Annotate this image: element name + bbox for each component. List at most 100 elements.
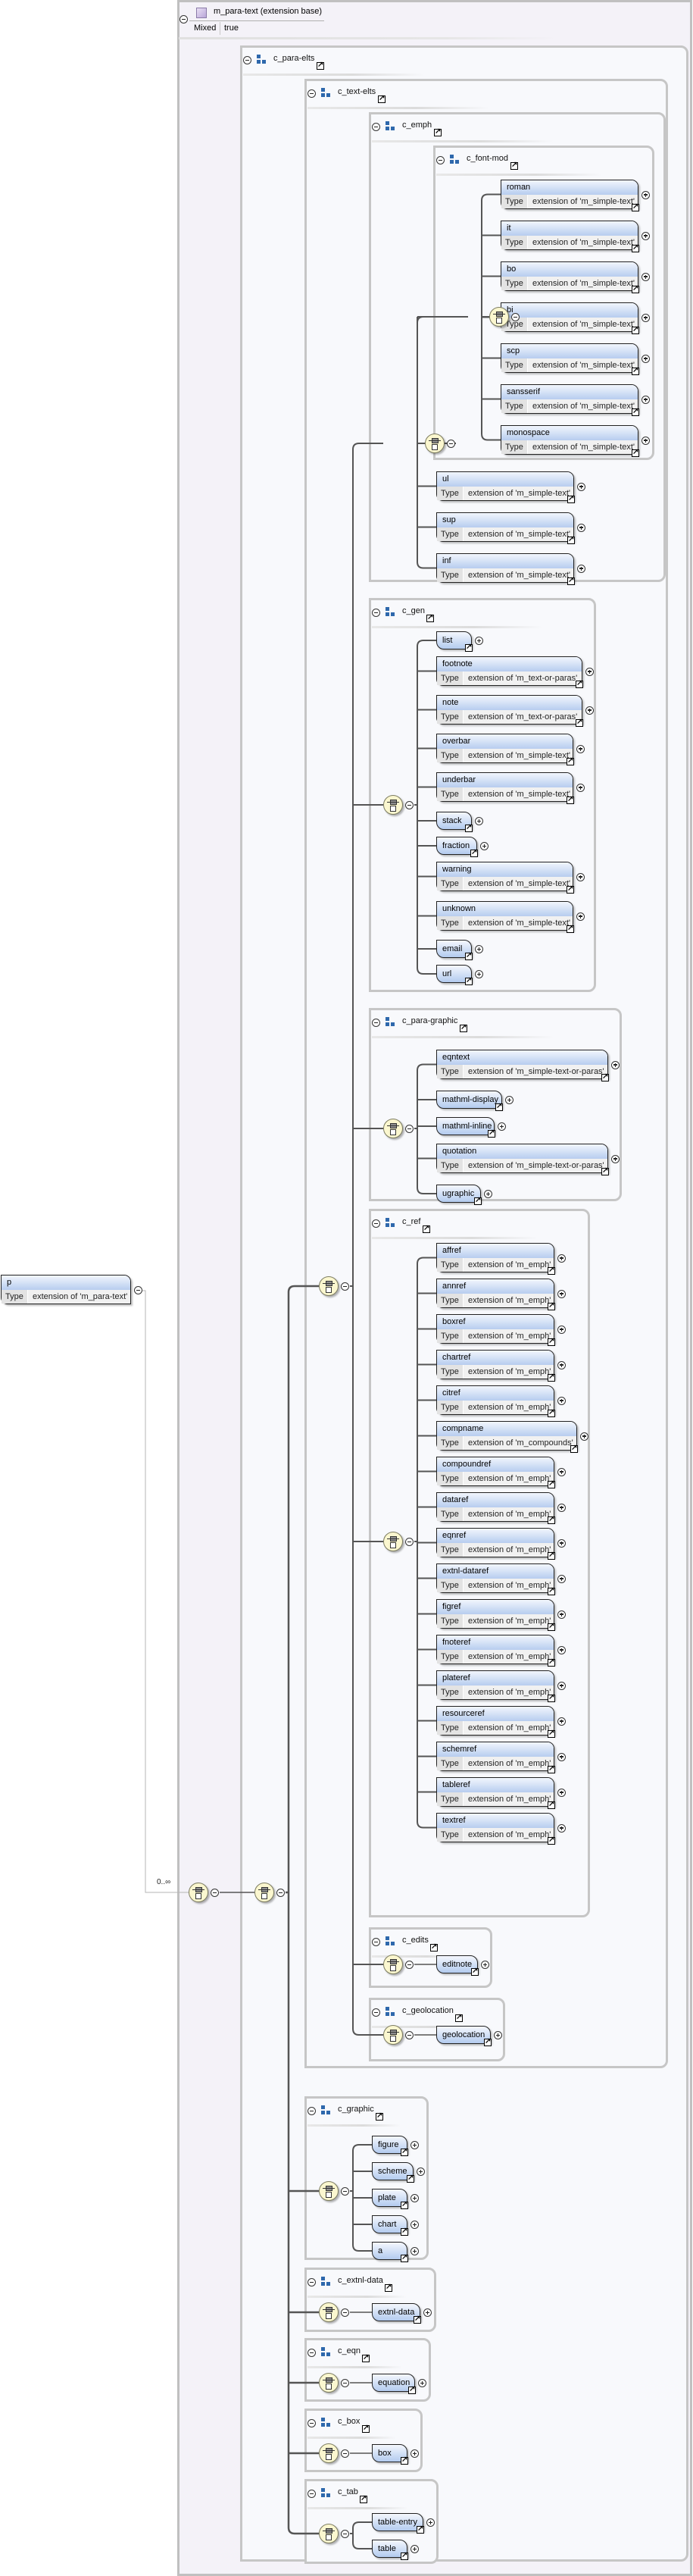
element-link-icon[interactable]	[465, 951, 473, 960]
element-table-entry[interactable]: table-entry	[372, 2513, 423, 2531]
group-link-icon[interactable]	[460, 1023, 467, 1032]
element-expand-toggle[interactable]	[557, 1574, 566, 1583]
sequence-compositor[interactable]	[319, 2181, 339, 2201]
element-link-icon[interactable]	[601, 1166, 609, 1175]
element-expand-toggle[interactable]	[418, 2379, 426, 2387]
element-link-icon[interactable]	[474, 1196, 482, 1205]
group-collapse-toggle[interactable]	[372, 1219, 380, 1228]
element-expand-toggle[interactable]	[557, 1610, 566, 1619]
element-link-icon[interactable]	[407, 2174, 414, 2183]
element-extnl-data[interactable]: extnl-data	[372, 2303, 420, 2321]
element-link-icon[interactable]	[548, 1729, 555, 1738]
group-collapse-toggle[interactable]	[307, 2490, 316, 2498]
element-link-icon[interactable]	[548, 1657, 555, 1667]
element-expand-toggle[interactable]	[611, 1154, 620, 1163]
element-link-icon[interactable]	[567, 535, 575, 544]
element-expand-toggle[interactable]	[557, 1538, 566, 1548]
element-link-icon[interactable]	[548, 1800, 555, 1809]
element-expand-toggle[interactable]	[475, 637, 483, 645]
element-expand-toggle[interactable]	[480, 842, 489, 850]
compositor-collapse-toggle[interactable]	[341, 1282, 349, 1291]
group-link-icon[interactable]	[510, 161, 518, 170]
element-box[interactable]: box	[372, 2444, 407, 2462]
element-expand-toggle[interactable]	[577, 564, 585, 573]
element-figure[interactable]: figure	[372, 2136, 407, 2154]
element-expand-toggle[interactable]	[410, 2449, 419, 2458]
element-link-icon[interactable]	[484, 2037, 492, 2046]
element-expand-toggle[interactable]	[557, 1503, 566, 1512]
element-link-icon[interactable]	[570, 1444, 578, 1453]
group-link-icon[interactable]	[423, 1224, 430, 1233]
element-expand-toggle[interactable]	[576, 783, 585, 792]
element-expand-toggle[interactable]	[494, 2031, 502, 2039]
element-link-icon[interactable]	[465, 823, 473, 832]
element-expand-toggle[interactable]	[484, 1190, 492, 1198]
element-expand-toggle[interactable]	[611, 1060, 620, 1069]
base-collapse-toggle[interactable]	[179, 15, 188, 23]
element-expand-toggle[interactable]	[585, 706, 594, 715]
element-link-icon[interactable]	[548, 1764, 555, 1773]
group-link-icon[interactable]	[360, 2494, 367, 2503]
element-expand-toggle[interactable]	[557, 1289, 566, 1298]
element-link-icon[interactable]	[548, 1266, 555, 1275]
element-link-icon[interactable]	[632, 325, 639, 334]
element-expand-toggle[interactable]	[641, 313, 650, 322]
element-mathml-inline[interactable]: mathml-inline	[436, 1117, 495, 1135]
compositor-collapse-toggle[interactable]	[405, 1961, 414, 1969]
element-link-icon[interactable]	[548, 1551, 555, 1560]
compositor-collapse-toggle[interactable]	[276, 1889, 285, 1897]
element-expand-toggle[interactable]	[410, 2247, 419, 2255]
sequence-compositor[interactable]	[383, 1119, 403, 1138]
element-link-icon[interactable]	[548, 1586, 555, 1595]
sequence-compositor[interactable]	[489, 307, 509, 327]
group-link-icon[interactable]	[362, 2424, 370, 2433]
element-link-icon[interactable]	[548, 1337, 555, 1346]
element-link-icon[interactable]	[548, 1301, 555, 1310]
element-link-icon[interactable]	[632, 366, 639, 375]
group-collapse-toggle[interactable]	[372, 2008, 380, 2017]
compositor-collapse-toggle[interactable]	[341, 2530, 349, 2538]
element-expand-toggle[interactable]	[557, 1823, 566, 1833]
element-expand-toggle[interactable]	[557, 1254, 566, 1263]
element-link-icon[interactable]	[417, 2524, 424, 2534]
group-link-icon[interactable]	[378, 94, 386, 103]
element-expand-toggle[interactable]	[410, 2221, 419, 2229]
group-collapse-toggle[interactable]	[307, 89, 316, 98]
group-collapse-toggle[interactable]	[307, 2278, 316, 2286]
element-expand-toggle[interactable]	[475, 970, 483, 978]
group-link-icon[interactable]	[430, 1942, 438, 1952]
element-link-icon[interactable]	[408, 2385, 416, 2394]
element-expand-toggle[interactable]	[557, 1396, 566, 1405]
element-expand-toggle[interactable]	[641, 354, 650, 363]
compositor-collapse-toggle[interactable]	[405, 1125, 414, 1133]
group-collapse-toggle[interactable]	[372, 609, 380, 617]
element-expand-toggle[interactable]	[423, 2308, 432, 2317]
element-expand-toggle[interactable]	[557, 1645, 566, 1654]
group-link-icon[interactable]	[317, 61, 324, 70]
element-link-icon[interactable]	[548, 1836, 555, 1845]
group-link-icon[interactable]	[376, 2111, 383, 2121]
sequence-compositor[interactable]	[383, 1532, 403, 1551]
element-expand-toggle[interactable]	[557, 1788, 566, 1797]
element-link-icon[interactable]	[471, 1967, 479, 1976]
